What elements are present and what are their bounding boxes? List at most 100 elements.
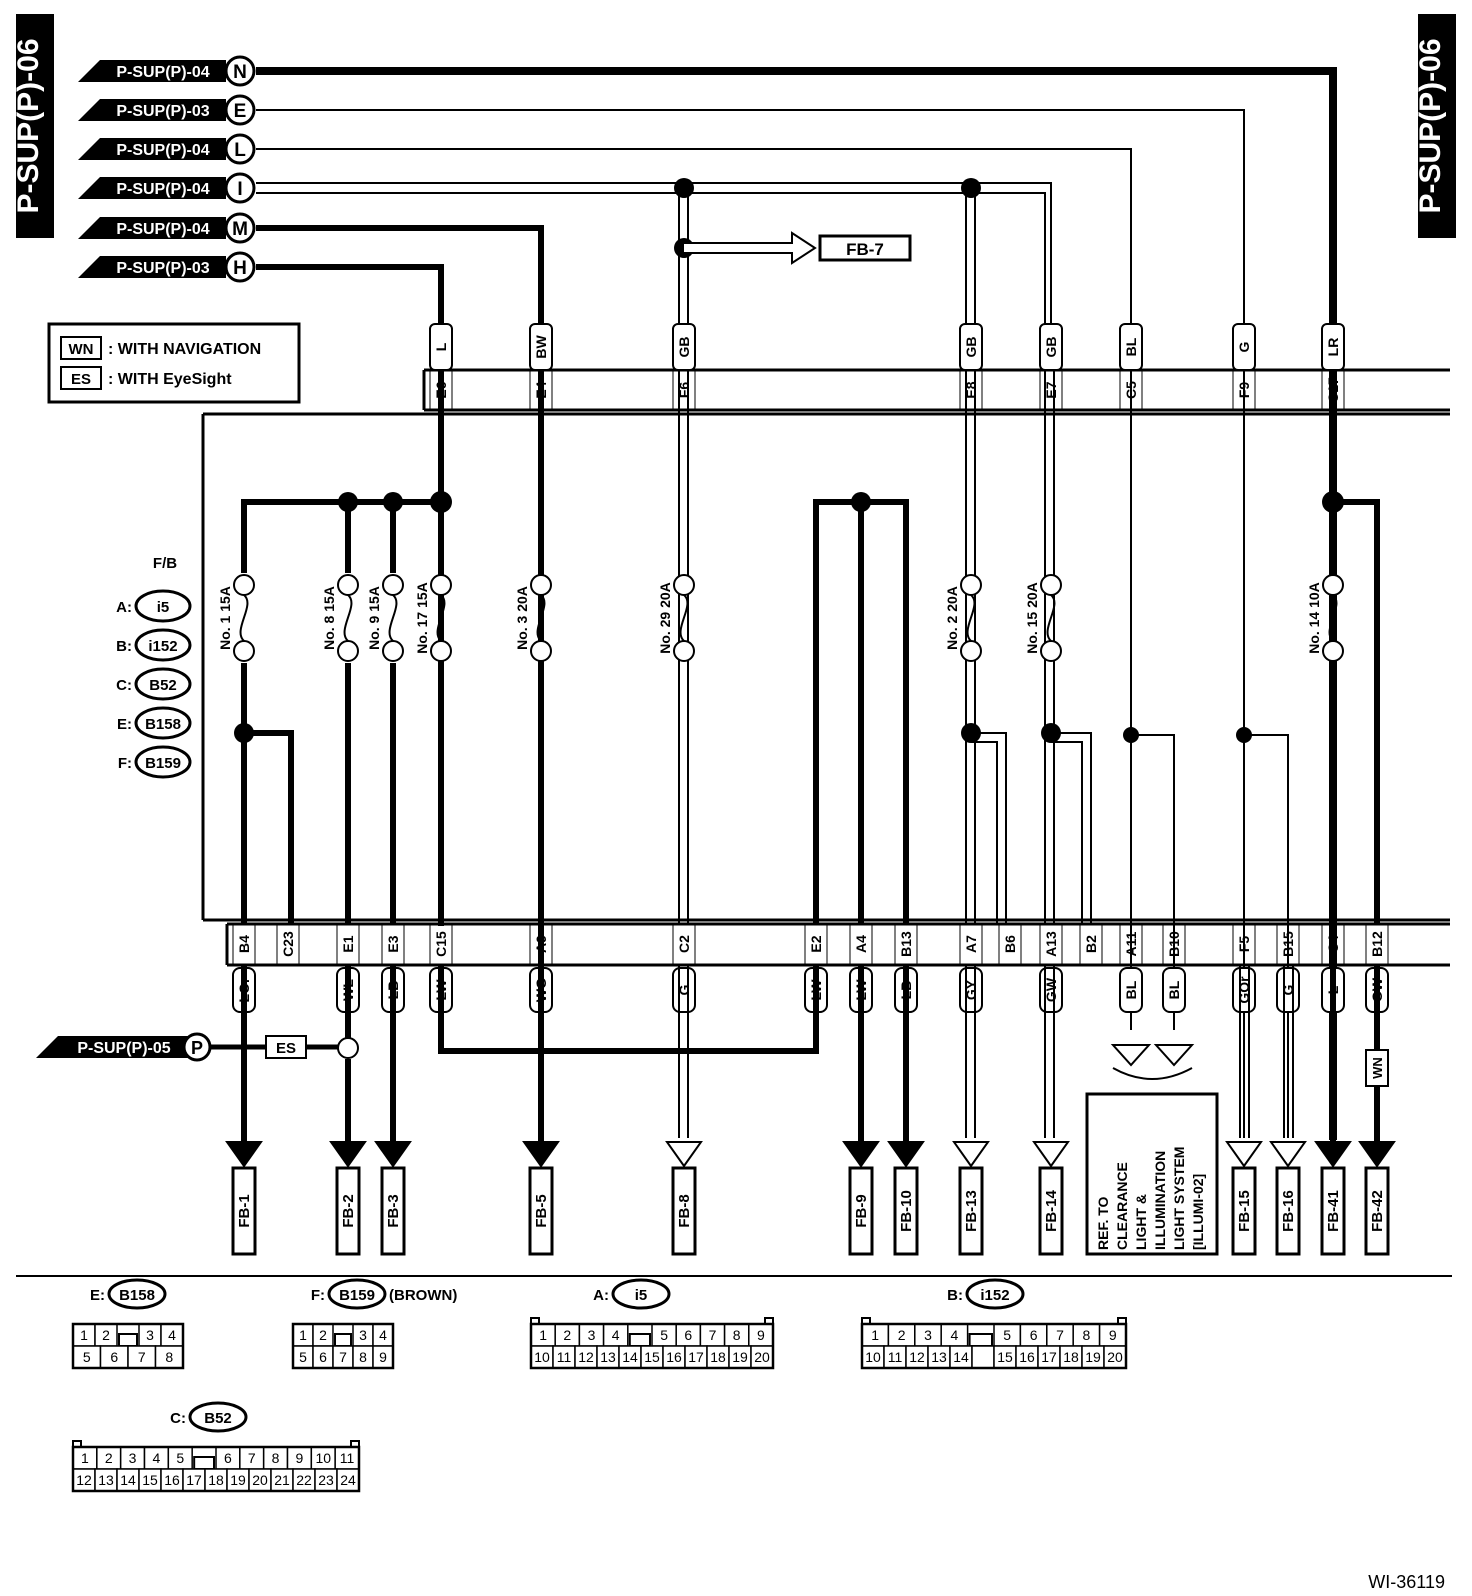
bottom-pin-label: B12 [1369,931,1385,957]
fuse-label: No. 3 20A [514,586,530,650]
connector-view-code: i5 [635,1287,648,1304]
connector-pin-number: 9 [1109,1327,1117,1343]
connector-pin-number: 8 [272,1450,280,1466]
bottom-pin: C15 [429,924,453,965]
bottom-wire-tag: GOr [1232,967,1256,1013]
fuse: No. 9 15A [366,574,404,662]
connector-pin-number: 2 [102,1327,110,1343]
bottom-pin: A4 [849,924,873,965]
connector-pin-number: 18 [710,1349,726,1365]
connector-pin-number: 9 [757,1327,765,1343]
bottom-wire-tag: G [672,967,696,1013]
connector-pin-number: 7 [709,1327,717,1343]
bottom-pin: A13 [1039,924,1063,965]
connector-pin-number: 5 [299,1349,307,1365]
bottom-pin: C23 [276,924,300,965]
connector-key-item: F:B159 [118,745,192,779]
bottom-pin: E1 [336,924,360,965]
fuse: No. 17 15A [414,574,452,662]
reference-text: LIGHT & [1133,1194,1149,1250]
legend-wn-text: : WITH NAVIGATION [108,341,261,358]
connector-pin-number: 7 [138,1349,146,1365]
input-letter: M [232,219,248,240]
fuse: No. 2 20A [944,574,982,662]
connector-view-prefix: C: [170,1410,186,1427]
fuse: No. 1 15A [217,574,255,662]
output-label: FB-1 [236,1194,253,1227]
connector-pin-number: 19 [1085,1349,1101,1365]
bottom-pin-label: A7 [963,935,979,953]
connector-pin-number: 15 [997,1349,1013,1365]
connector-view-prefix: B: [947,1287,963,1304]
connector-pin-number: 12 [76,1472,92,1488]
connector-pin-number: 2 [563,1327,571,1343]
bottom-pin: B4 [232,924,256,965]
top-pin: F9 [1236,382,1252,399]
connector-pin-number: 3 [588,1327,596,1343]
bottom-pin-label: B10 [1166,931,1182,957]
fb7-arrow: FB-7 [684,231,912,265]
connector-pin-number: 17 [186,1472,202,1488]
input-letter: I [237,179,242,200]
connector-key-code: i152 [148,638,177,655]
fb7-label: FB-7 [846,240,884,259]
bottom-wire-color: G [1280,984,1296,995]
connector-view-code: B158 [119,1287,155,1304]
connector-pin-number: 4 [379,1327,387,1343]
bottom-pin: E3 [381,924,405,965]
connector-key-item: E: B158 [117,706,192,740]
bottom-pin: A9 [529,924,553,965]
connector-pin-number: 16 [666,1349,682,1365]
bottom-pin-label: F5 [1236,936,1252,953]
top-pin: E4 [533,381,549,398]
output-terminal: FB-3 [374,1141,412,1256]
bottom-pin: A7 [959,924,983,965]
top-pin: F6 [676,382,692,399]
top-wire-color: BW [533,335,549,359]
connector-key-letter: C: [116,677,132,694]
input-ref: P-SUP(P)-04 [116,181,209,198]
connector-view-note: (BROWN) [389,1287,457,1304]
input-letter: H [233,258,247,279]
bl-terminals [1110,1044,1195,1080]
input-ref: P-SUP(P)-04 [116,142,209,159]
fuse-label: No. 17 15A [414,582,430,654]
connector-pin-number: 4 [153,1450,161,1466]
connector-pin-number: 10 [534,1349,550,1365]
bottom-pin: B6 [998,924,1022,965]
connector-pin-number: 1 [80,1327,88,1343]
connector-key-item: A:i5 [116,589,192,623]
connector-pin-number: 5 [660,1327,668,1343]
output-label: FB-5 [533,1194,550,1227]
reference-text: REF. TO [1095,1196,1111,1250]
input-letter: N [233,62,247,83]
connector-pin-number: 6 [224,1450,232,1466]
fuse-label: No. 1 15A [217,586,233,650]
connector-view-code: B159 [339,1287,375,1304]
connector-key-code: B158 [145,716,181,733]
connector-key-item: C:B52 [116,667,192,701]
connector-pin-number: 6 [319,1349,327,1365]
connector-key-letter: B: [116,638,132,655]
connector-pin-number: 19 [732,1349,748,1365]
bottom-pin-label: A4 [853,935,869,953]
bottom-wire-tag: GY [959,967,983,1013]
output-terminal: FB-8 [665,1141,703,1256]
input-ref: P-SUP(P)-04 [116,64,209,81]
top-wire-tag: LE6 [429,323,453,410]
side-label-left: P-SUP(P)-06 [12,14,54,238]
input-ref: P-SUP(P)-04 [116,221,209,238]
top-wire-color: BL [1123,337,1139,356]
fuse-label: No. 2 20A [944,586,960,650]
connector-pin-number: 6 [1030,1327,1038,1343]
bottom-pin-label: B13 [898,931,914,957]
output-terminal: FB-41 [1314,1141,1352,1256]
connector-key-letter: E: [117,716,132,733]
connector-pin-number: 11 [340,1450,355,1466]
connector-pin-number: 4 [612,1327,620,1343]
